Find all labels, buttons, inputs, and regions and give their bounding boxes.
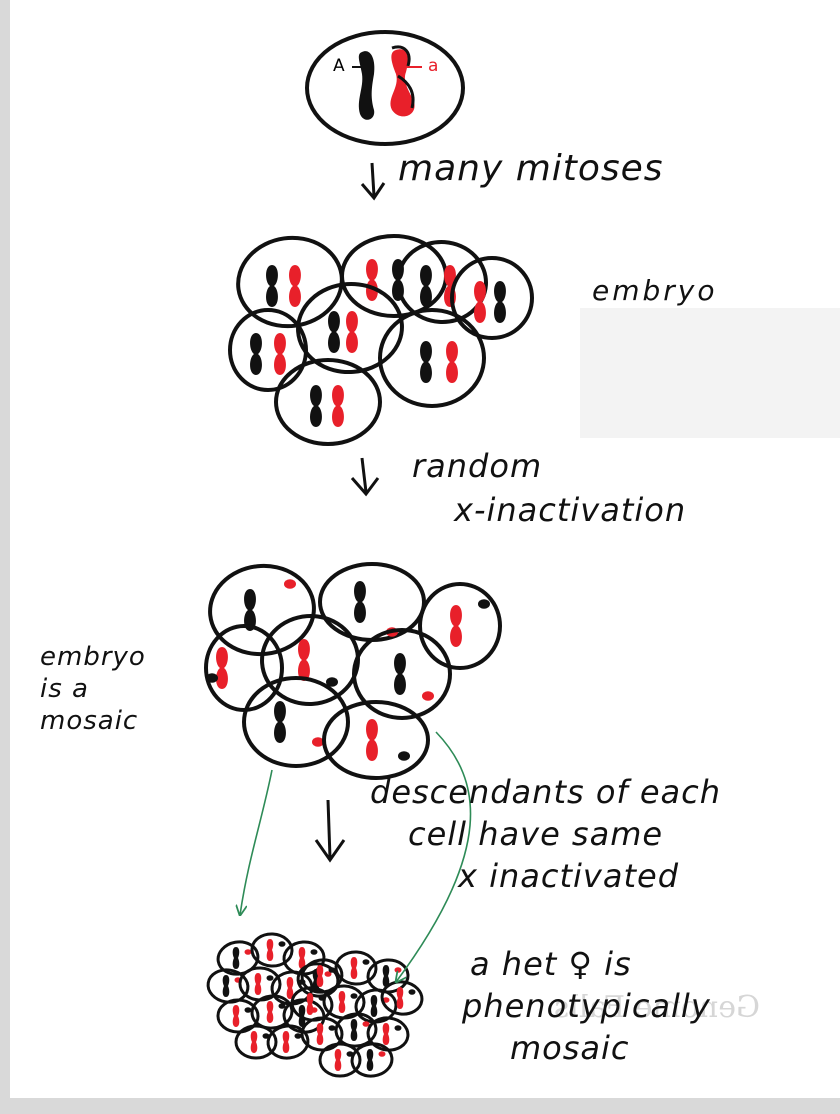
chromosome-red [335,1049,342,1071]
zygote-chromosome-red [390,47,414,116]
chromosome-black [420,341,432,383]
barr-body [398,751,410,761]
chromosome-red [366,259,378,301]
allele-A-label: A [333,56,345,76]
chromosome-red [283,1031,290,1053]
chromosome-black [367,1049,374,1071]
mosaic-embryo-cluster [206,561,500,778]
chromosome-black [394,653,406,695]
chromosome-red [267,939,274,961]
label-embryo-mosaic-2: is a [40,676,89,703]
barr-body [329,1025,336,1031]
chromosome-black [310,385,322,427]
chromosome-black [266,265,278,307]
barr-body [245,949,252,955]
label-descendants-3: x inactivated [458,860,679,894]
chromosome-black [494,281,506,323]
chromosome-red [255,973,262,995]
step-x-inactivation: x-inactivation [454,494,686,528]
cell-outline [452,258,532,338]
barr-body [422,691,434,701]
label-embryo-mosaic-1: embryo [40,644,146,671]
barr-body [206,673,218,683]
chromosome-red [289,265,301,307]
green-arrow-left [240,770,272,915]
chromosome-black [274,701,286,743]
step-many-mitoses: many mitoses [398,150,664,188]
chromosome-red [233,1005,240,1027]
label-het-female-2: phenotypically [462,990,711,1024]
barr-body [478,599,490,609]
barr-body [329,967,336,973]
chromosome-red [317,1023,324,1045]
chromosome-red [251,1031,258,1053]
chromosome-red [474,281,486,323]
arrow-down-3 [316,800,344,860]
zygote-chromosome-black [359,51,375,120]
step-random: random [412,450,542,484]
chromosome-red [339,991,346,1013]
allele-a-label: a [428,56,438,76]
chromosome-black [354,581,366,623]
cell-outline [380,310,484,406]
label-het-female-1: a het ♀ is [470,948,632,982]
cell-outline [420,584,500,668]
barr-body [267,975,274,981]
barr-body [409,989,416,995]
chromosome-red [366,719,378,761]
barr-body [363,959,370,965]
barr-body [245,1007,252,1013]
barr-body [379,1051,386,1057]
barr-body [395,967,402,973]
chromosome-black [383,965,390,987]
chromosome-black [223,975,230,997]
chromosome-red [274,333,286,375]
chromosome-black [233,947,240,969]
label-embryo: embryo [592,276,718,305]
chromosome-black [250,333,262,375]
chromosome-black [371,995,378,1017]
barr-body [351,993,358,999]
chromosome-red [446,341,458,383]
chromosome-red [287,977,294,999]
barr-body [279,941,286,947]
label-descendants-1: descendants of each [370,776,721,810]
chromosome-red [307,993,314,1015]
barr-body [395,1025,402,1031]
chromosome-red [383,1023,390,1045]
chromosome-red [298,639,310,681]
zygote-cell [307,32,463,144]
chromosome-red [351,957,358,979]
barr-body [284,579,296,589]
arrow-down-2 [352,458,378,494]
label-descendants-2: cell have same [408,818,663,852]
chromosome-red [299,947,306,969]
cell-outline [276,360,380,444]
chromosome-black [420,265,432,307]
barr-body [295,1033,302,1039]
embryo-cell-cluster [230,231,532,444]
chromosome-red [346,311,358,353]
chromosome-red [397,987,404,1009]
barr-body [311,949,318,955]
label-het-female-3: mosaic [510,1032,630,1066]
chromosome-red [332,385,344,427]
chromosome-black [328,311,340,353]
chromosome-red [450,605,462,647]
label-embryo-mosaic-3: mosaic [40,708,138,735]
chromosome-red [267,1001,274,1023]
arrow-down-1 [362,163,384,198]
chromosome-red [216,647,228,689]
chromosome-black [351,1019,358,1041]
